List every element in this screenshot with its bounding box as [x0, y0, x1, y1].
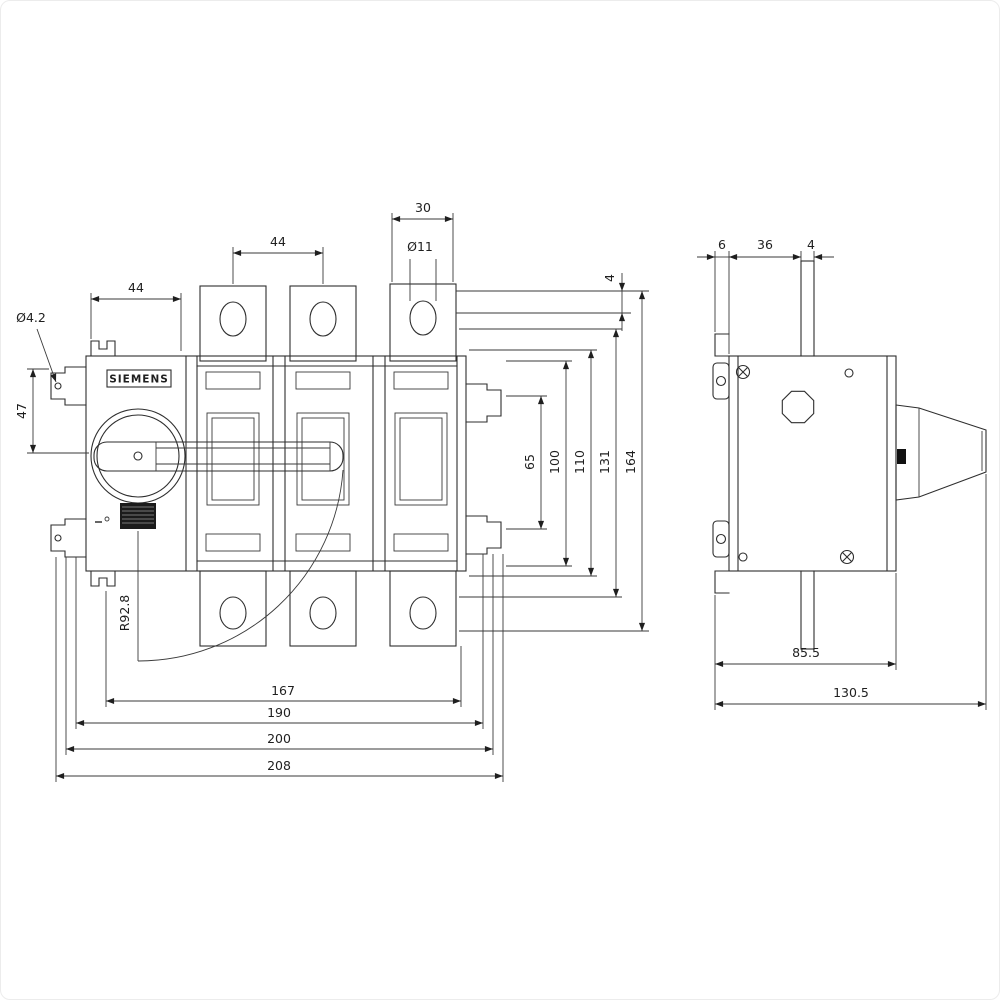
drive-shaft: [800, 260, 815, 650]
dim-47-label: 47: [14, 403, 29, 419]
side-dimensions: 6 36 4 85.5 130.5: [697, 237, 987, 710]
dim-130-5-label: 130.5: [833, 685, 869, 700]
dim-44-left-label: 44: [128, 280, 144, 295]
dim-4-front-label: 4: [602, 274, 617, 282]
dim-dia11-label: Ø11: [407, 239, 433, 254]
rotary-handle: [90, 408, 344, 504]
left-fixing-clips: [50, 366, 87, 558]
dim-6-label: 6: [718, 237, 726, 252]
switch-body: [85, 355, 467, 572]
dim-r928-label: R92.8: [117, 595, 132, 632]
shaft-bushing: [781, 390, 815, 424]
handle-grip: [120, 503, 156, 529]
dim-30-label: 30: [415, 200, 431, 215]
dim-100-label: 100: [547, 450, 562, 474]
brand-plate: SIEMENS: [106, 369, 172, 388]
dim-164-label: 164: [623, 450, 638, 474]
front-dimensions: 44 44 30 Ø11 4 Ø4.2 47 R92.8: [14, 200, 649, 782]
top-terminal-tabs: [199, 283, 457, 362]
dim-208-label: 208: [267, 758, 291, 773]
mounting-tabs: [90, 340, 116, 587]
handle-swing-arc: [137, 469, 344, 662]
dim-167-label: 167: [271, 683, 295, 698]
right-fixing-clips: [465, 383, 502, 555]
side-clips: [712, 362, 730, 558]
screw-icons: [735, 364, 855, 565]
side-handle: [895, 404, 987, 501]
pole-windows: [205, 371, 449, 552]
position-indicator-icon: [95, 516, 110, 523]
dim-110-label: 110: [572, 450, 587, 474]
dim-200-label: 200: [267, 731, 291, 746]
dim-190-label: 190: [267, 705, 291, 720]
dim-131-label: 131: [597, 450, 612, 474]
dim-36-label: 36: [757, 237, 773, 252]
dim-dia42-label: Ø4.2: [16, 310, 46, 325]
dim-4-side-label: 4: [807, 237, 815, 252]
dim-65-label: 65: [522, 454, 537, 470]
side-view: [712, 260, 987, 650]
brand-label: SIEMENS: [109, 374, 169, 386]
dim-85-5-label: 85.5: [792, 645, 820, 660]
front-view: SIEMENS: [50, 283, 502, 662]
dim-44-pole-label: 44: [270, 234, 286, 249]
